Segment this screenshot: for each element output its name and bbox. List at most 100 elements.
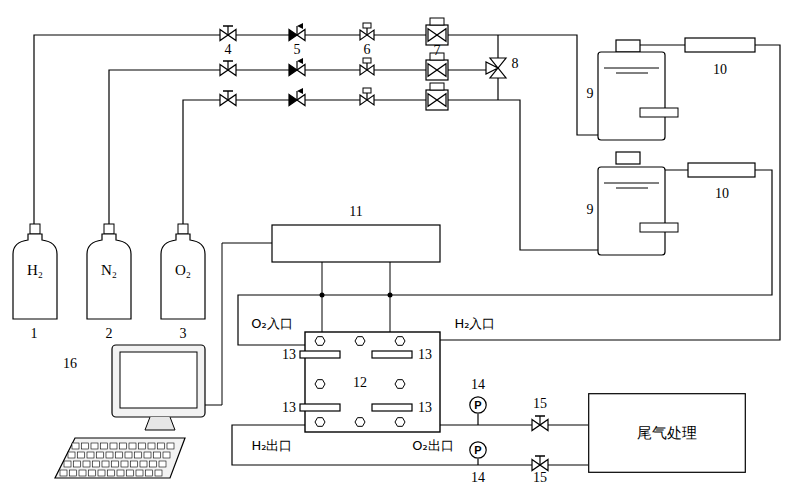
callout-number: 15 xyxy=(533,470,547,486)
regulator-symbol xyxy=(289,29,305,40)
keyboard-key xyxy=(89,470,96,476)
keyboard-key xyxy=(101,443,108,449)
junction-dot xyxy=(388,293,393,298)
bolt-hexagon xyxy=(315,418,325,427)
keyboard-key xyxy=(139,443,146,449)
keyboard-key xyxy=(125,452,132,458)
keyboard-key xyxy=(72,443,79,449)
regulator-symbol xyxy=(289,94,305,105)
flow-controller-box xyxy=(426,90,448,110)
valve-stem xyxy=(296,61,297,70)
heater-rod xyxy=(640,108,678,117)
current-collector-plate xyxy=(372,351,412,358)
fuel-cell-stack xyxy=(305,332,440,432)
callout-number: 10 xyxy=(715,186,729,202)
keyboard-key xyxy=(150,461,157,467)
keyboard-key xyxy=(78,452,85,458)
keyboard-key xyxy=(120,443,127,449)
keyboard-key xyxy=(98,470,105,476)
ball-valve-symbol xyxy=(360,65,374,75)
keyboard-key xyxy=(148,443,155,449)
pipe-line xyxy=(238,170,772,345)
callout-number: 9 xyxy=(587,86,594,102)
current-collector-plate xyxy=(300,404,340,411)
valve-stem xyxy=(227,61,228,70)
keyboard-key xyxy=(117,470,124,476)
callout-number: 1 xyxy=(31,326,38,342)
gas-cylinder: O₂ xyxy=(160,224,206,320)
cylinder-body xyxy=(87,234,131,319)
water-level xyxy=(604,68,659,69)
keyboard-key xyxy=(79,470,86,476)
keyboard-key xyxy=(93,461,100,467)
callout-number: 12 xyxy=(353,375,367,391)
ball-valve-symbol xyxy=(360,30,374,40)
callout-number: 14 xyxy=(471,470,485,486)
flow-controller-head xyxy=(430,83,444,90)
callout-number: 10 xyxy=(713,62,727,78)
heating-tube xyxy=(688,163,755,177)
flow-controller-symbol xyxy=(428,94,446,107)
valve-handle xyxy=(535,415,545,417)
port-label: H₂入口 xyxy=(455,315,496,333)
current-collector-plate xyxy=(300,351,340,358)
port-label: H₂出口 xyxy=(252,437,293,455)
callout-number: 2 xyxy=(106,326,113,342)
three-way-valve xyxy=(486,58,506,78)
gas-formula: O₂ xyxy=(175,262,191,279)
keyboard-key xyxy=(74,461,81,467)
keyboard-key xyxy=(135,452,142,458)
flow-controller-symbol xyxy=(428,64,446,77)
valve-cap xyxy=(363,58,371,63)
callout-number: 7 xyxy=(434,43,441,59)
keyboard-key xyxy=(68,452,75,458)
monitor-screen xyxy=(120,352,197,408)
regulator-fill xyxy=(289,29,297,40)
gas-formula: H₂ xyxy=(27,262,43,279)
keyboard-key xyxy=(97,452,104,458)
keyboard-key xyxy=(136,470,143,476)
keyboard-key xyxy=(110,443,117,449)
valve-stem xyxy=(227,26,228,35)
keyboard-key xyxy=(140,461,147,467)
regulator-symbol xyxy=(289,64,305,75)
box-outline xyxy=(589,394,746,473)
keyboard-key xyxy=(82,443,89,449)
outlet-valve-symbol xyxy=(532,419,548,430)
callout-number: 9 xyxy=(587,202,594,218)
bolt-hexagon xyxy=(315,337,325,346)
pipe-line xyxy=(34,35,598,224)
cylinder-valve xyxy=(178,224,188,234)
needle-valve-symbol xyxy=(220,64,236,75)
heating-tube xyxy=(685,38,755,52)
valve-stem xyxy=(296,26,297,35)
keyboard-key xyxy=(83,461,90,467)
regulator-fill xyxy=(289,64,297,75)
callout-number: 13 xyxy=(418,347,432,363)
valve-handle xyxy=(535,455,545,457)
pressure-gauge: P xyxy=(469,441,487,459)
port-label: O₂入口 xyxy=(251,315,292,333)
keyboard-key xyxy=(144,452,151,458)
callout-number: 6 xyxy=(364,42,371,58)
flow-controller-head xyxy=(430,18,444,25)
water-level xyxy=(616,73,648,74)
regulator-fill xyxy=(289,94,297,105)
water-level xyxy=(616,188,648,189)
keyboard-key xyxy=(146,470,153,476)
bolt-hexagon xyxy=(395,418,405,427)
gas-cylinder: N₂ xyxy=(86,224,132,320)
callout-number: 5 xyxy=(294,42,301,58)
valve-cap xyxy=(363,88,371,93)
cylinder-body xyxy=(13,234,57,319)
humidifier-cap xyxy=(616,40,640,52)
keyboard-key xyxy=(129,443,136,449)
gauge-letter: P xyxy=(474,444,481,456)
callout-number: 3 xyxy=(180,326,187,342)
bolt-hexagon xyxy=(395,380,405,389)
valve-stem xyxy=(539,456,540,465)
keyboard-key xyxy=(91,443,98,449)
port-label: O₂出口 xyxy=(412,437,453,455)
heater-rod xyxy=(640,223,678,232)
